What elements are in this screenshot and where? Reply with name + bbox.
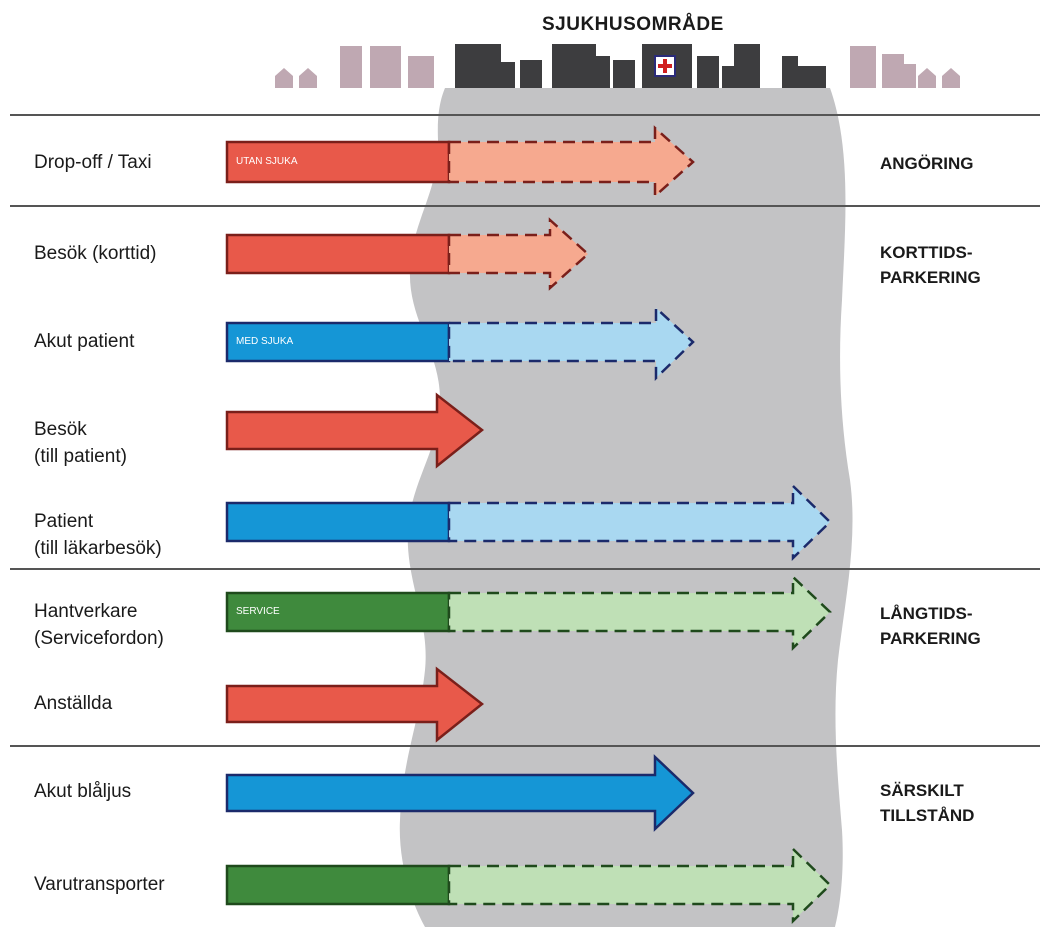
arrow-besok-patient: [225, 392, 485, 469]
category-label-langtidsparkering: LÅNGTIDS-PARKERING: [880, 604, 981, 648]
row-label-patient: Patient(till läkarbesök): [34, 511, 162, 559]
arrow-hantverkare: [225, 574, 832, 651]
building-dark: [596, 56, 610, 88]
arrow-tag: SERVICE: [236, 606, 280, 617]
category-label-korttidsparkering: KORTTIDS-PARKERING: [880, 243, 981, 287]
row-label-hantverkare: Hantverkare(Servicefordon): [34, 601, 164, 649]
building-dark: [782, 56, 798, 88]
arrow-varutransporter: [225, 846, 832, 924]
building-light: [850, 46, 876, 88]
skyline: [275, 44, 960, 88]
building-light: [882, 54, 904, 88]
building-dark: [520, 60, 542, 88]
row-label-drop-off: Drop-off / Taxi: [34, 152, 152, 173]
building-dark: [697, 56, 719, 88]
building-dark: [613, 60, 635, 88]
row-label-akut-patient: Akut patient: [34, 331, 135, 352]
arrow-akut-blaljus: [225, 754, 695, 832]
building-dark: [734, 44, 760, 88]
row-label-besok-patient: Besök(till patient): [34, 419, 127, 467]
row-label-varutransporter: Varutransporter: [34, 874, 165, 895]
house-icon: [299, 68, 317, 88]
area-title: SJUKHUSOMRÅDE: [542, 14, 724, 35]
arrow-besok-korttid: [225, 217, 590, 291]
house-icon: [918, 68, 936, 88]
building-light: [904, 64, 916, 88]
house-icon: [942, 68, 960, 88]
building-dark: [552, 44, 596, 88]
arrow-patient-lakarbesok: [225, 483, 832, 561]
house-icon: [275, 68, 293, 88]
building-light: [340, 46, 362, 88]
row-label-anstallda: Anställda: [34, 693, 113, 714]
building-dark: [798, 66, 826, 88]
building-light: [370, 46, 401, 88]
row-label-akut-blaljus: Akut blåljus: [34, 781, 132, 802]
building-dark: [501, 62, 515, 88]
arrow-akut-patient: [225, 305, 695, 381]
row-label-besok-korttid: Besök (korttid): [34, 243, 157, 264]
arrow-anstallda: [225, 666, 485, 743]
category-label-angoring: ANGÖRING: [880, 154, 974, 173]
arrow-tag: UTAN SJUKA: [236, 156, 298, 167]
arrow-tag: MED SJUKA: [236, 336, 294, 347]
building-dark: [722, 66, 734, 88]
arrow-drop-off: [225, 125, 695, 199]
building-dark: [455, 44, 501, 88]
building-light: [408, 56, 434, 88]
